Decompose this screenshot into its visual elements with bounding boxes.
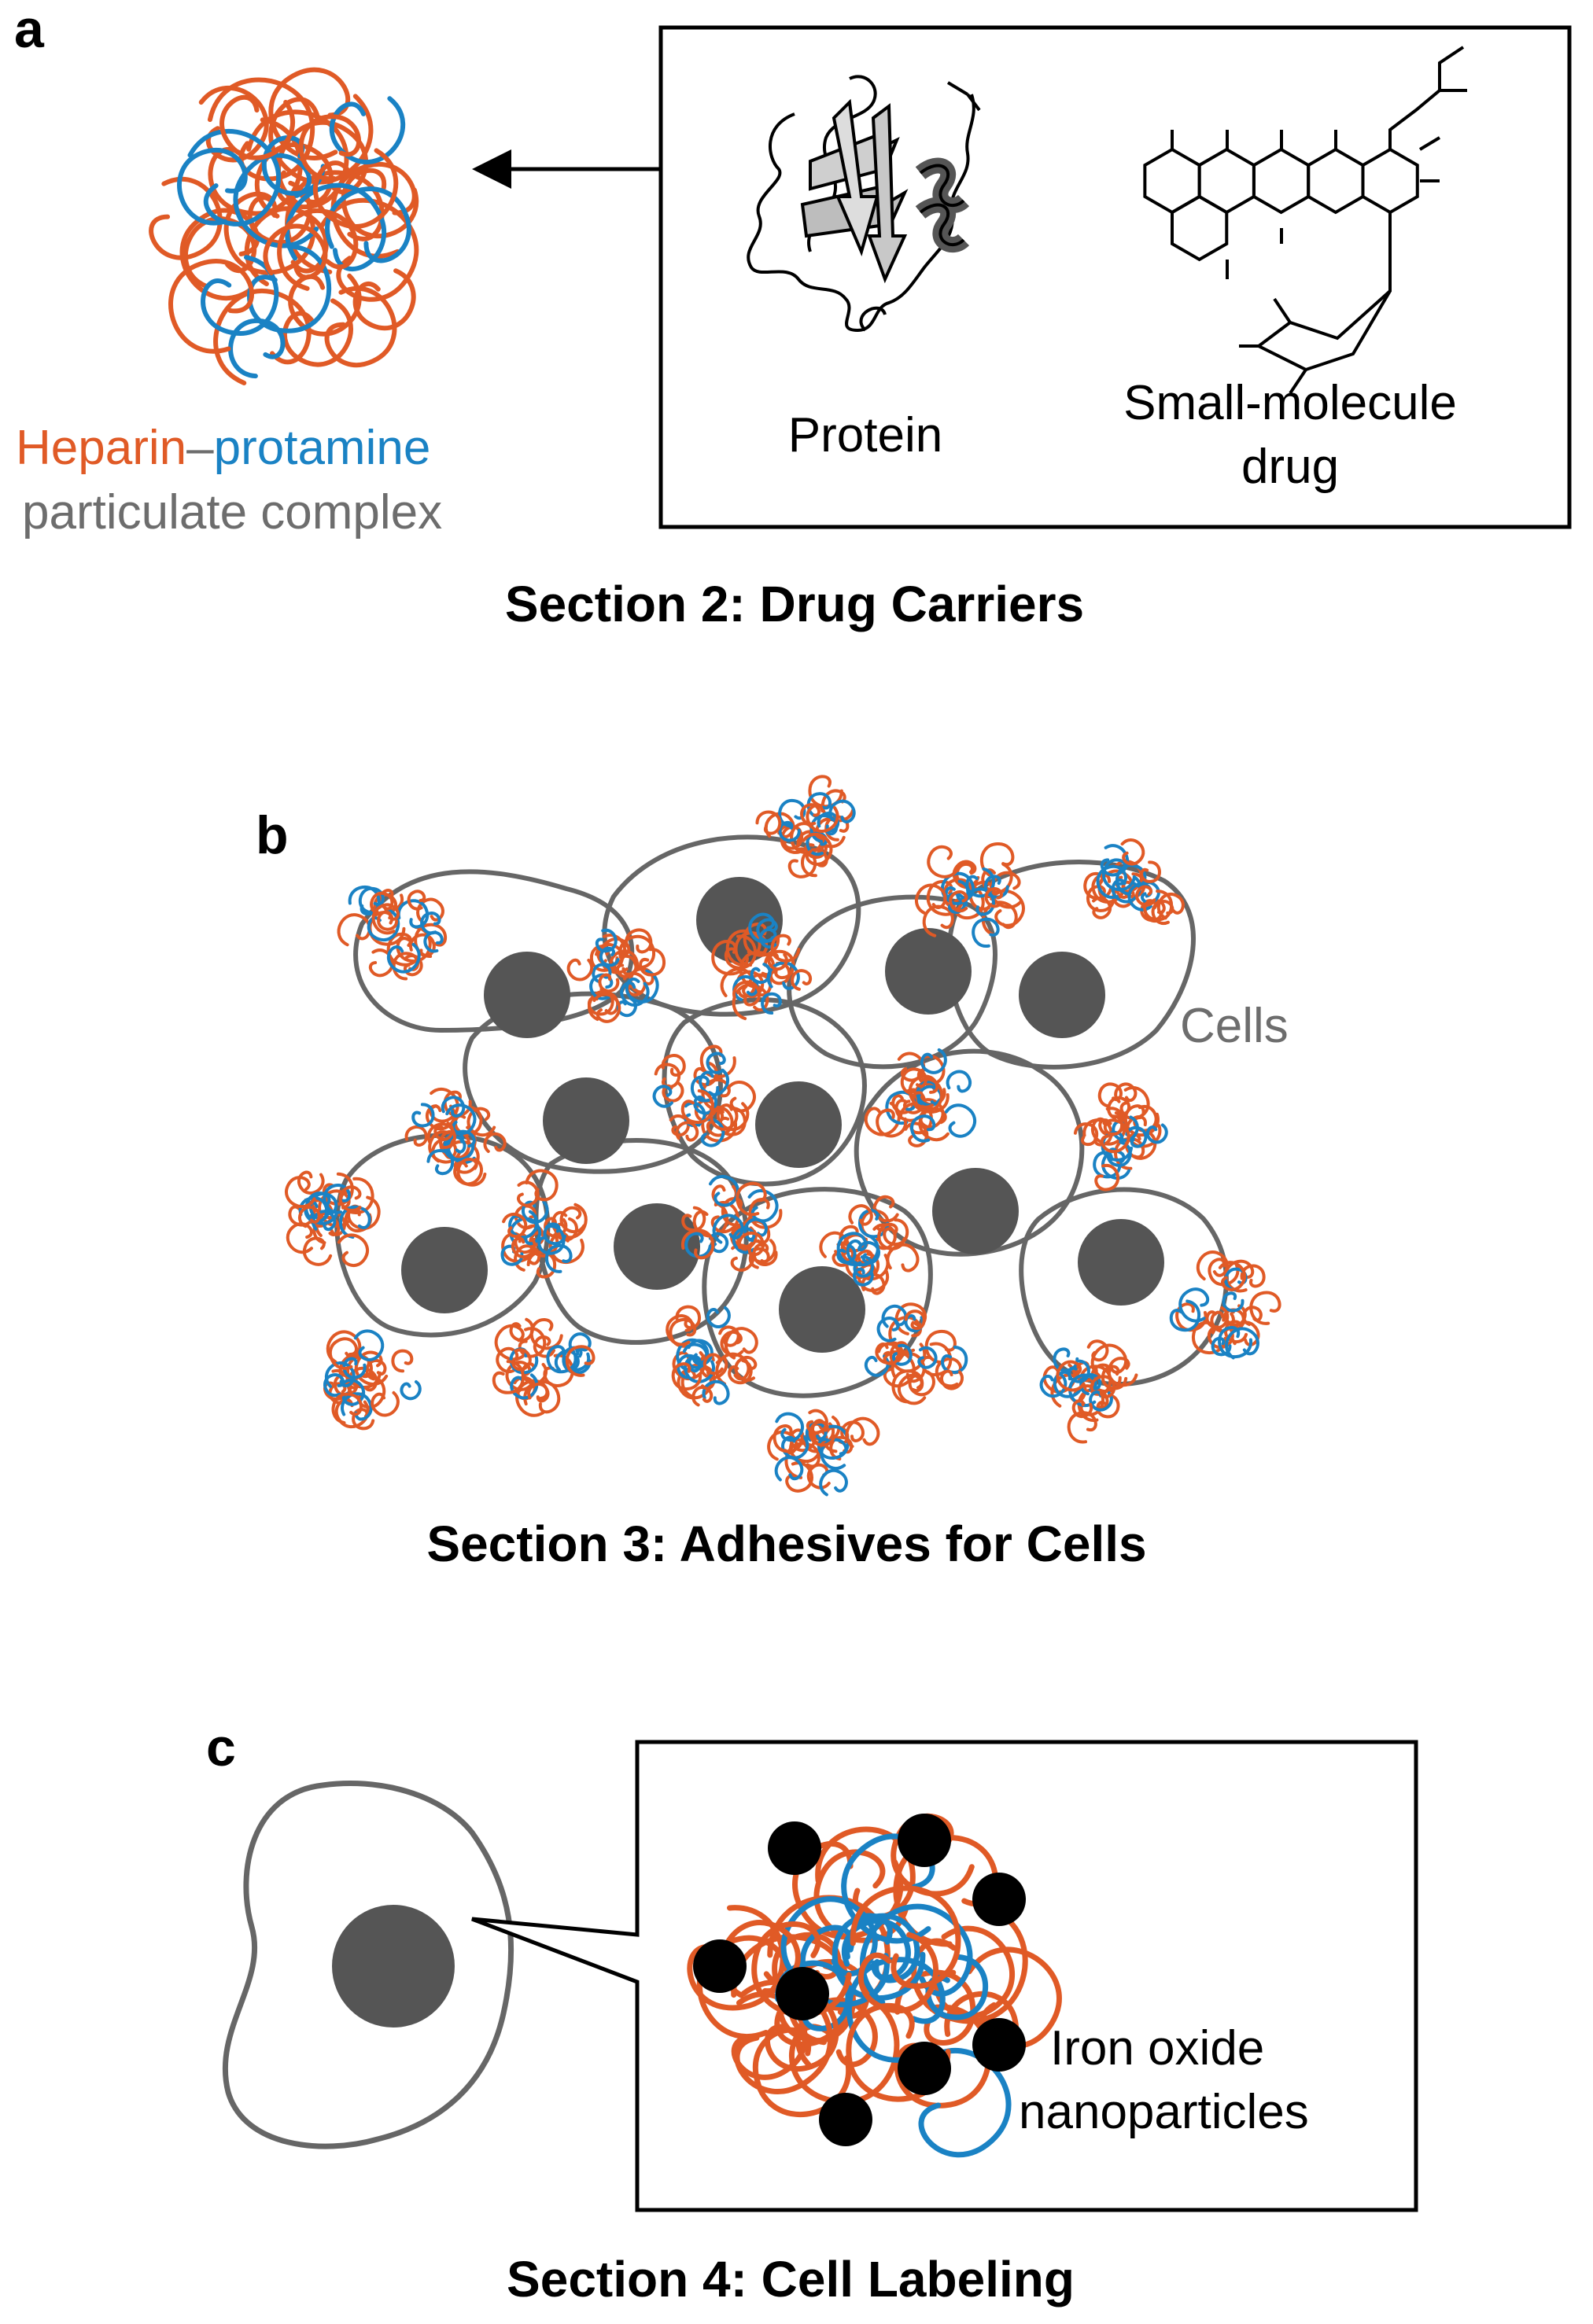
np-label-line2: nanoparticles: [1019, 2085, 1309, 2139]
nucleus: [885, 928, 972, 1015]
drug-bond: [1388, 46, 1467, 149]
nanoparticle: [819, 2093, 872, 2146]
cell-outline: [787, 894, 997, 1070]
nanoparticle: [693, 1939, 747, 1993]
complex-particle: [819, 1195, 920, 1295]
panel-c-caption: Section 4: Cell Labeling: [507, 2251, 1075, 2307]
nucleus: [401, 1227, 488, 1313]
complex-particle: [1083, 838, 1185, 926]
drug-bond: [1239, 297, 1307, 395]
panel-a-caption: Section 2: Drug Carriers: [505, 576, 1084, 632]
nucleus: [543, 1077, 629, 1164]
complex-particle: [500, 1169, 588, 1279]
labeled-cell-outline: [222, 1781, 514, 2149]
nanoparticle: [898, 2042, 951, 2095]
complex-particle: [566, 928, 666, 1023]
cells-label: Cells: [1180, 999, 1289, 1053]
complex-particle: [285, 1170, 381, 1268]
drug-ring: [1361, 147, 1419, 215]
complex-particle: [337, 886, 448, 981]
nucleus: [614, 1203, 700, 1290]
protamine-label: protamine: [214, 421, 431, 475]
protein-structure-icon: [747, 75, 981, 333]
nucleus: [1019, 952, 1105, 1038]
panel-a-letter: a: [14, 0, 45, 59]
complex-particle: [492, 1317, 596, 1417]
drug-ring: [1307, 147, 1365, 215]
iron-oxide-nanoparticles: [693, 1814, 1026, 2146]
cell-outline: [463, 991, 723, 1174]
complex-particle: [652, 1044, 756, 1147]
complex-label-line1: Heparin–protamine: [16, 421, 430, 475]
nanoparticle: [972, 2018, 1026, 2072]
complex-particle: [864, 1302, 968, 1405]
panel-a: a Heparin–protamine particulate complex …: [14, 0, 1572, 632]
complex-particle: [755, 775, 856, 878]
complex-particle: [864, 1048, 977, 1147]
complex-particle: [323, 1329, 422, 1431]
complex-particle: [404, 1087, 507, 1187]
drug-ring: [1171, 194, 1229, 262]
drug-bond: [1226, 228, 1283, 279]
cargo-box: [658, 25, 1572, 529]
complex-particle: [666, 1305, 758, 1407]
nucleus: [932, 1168, 1019, 1254]
heparin-label: Heparin: [16, 421, 186, 475]
complex-particle: [1169, 1250, 1281, 1360]
drug-label-line2: drug: [1241, 440, 1339, 494]
panel-b-caption: Section 3: Adhesives for Cells: [426, 1516, 1146, 1572]
complex-particle: [915, 842, 1025, 948]
complex-particle: [767, 1409, 880, 1497]
protein-label: Protein: [788, 408, 942, 462]
cell-outline: [946, 860, 1196, 1070]
label-dash: –: [186, 421, 214, 475]
nucleus: [779, 1266, 865, 1353]
drug-bond: [1418, 136, 1441, 182]
nanoparticle: [768, 1821, 821, 1875]
cell-outline: [662, 997, 867, 1187]
np-label-line1: Iron oxide: [1050, 2021, 1264, 2075]
nuclei: [401, 877, 1164, 1353]
nanoparticle: [898, 1814, 951, 1867]
complex-particle: [1039, 1339, 1138, 1444]
panel-b: b Cells Section 3: Adhesives for Cells: [256, 775, 1289, 1572]
nanoparticle: [776, 1967, 829, 2020]
small-molecule-drug-icon: [1143, 46, 1467, 395]
drug-ring: [1252, 147, 1311, 215]
nucleus: [1078, 1219, 1164, 1306]
complex-particle: [681, 1174, 783, 1272]
adhesive-complexes: [285, 775, 1281, 1497]
nucleus: [484, 952, 570, 1038]
complex-particle: [1073, 1082, 1168, 1191]
drug-label-line1: Small-molecule: [1123, 376, 1457, 430]
panel-b-letter: b: [256, 805, 289, 865]
labeled-cell-nucleus: [332, 1905, 455, 2028]
nucleus: [755, 1081, 842, 1168]
cell-outline: [1019, 1187, 1229, 1387]
complex-particle: [711, 912, 812, 1021]
panel-c: c Iron oxide nanoparticles Section 4: Ce…: [206, 1718, 1418, 2307]
nanoparticle: [972, 1873, 1026, 1926]
cell-outline: [533, 1138, 749, 1345]
complex-label-line2: particulate complex: [22, 485, 442, 540]
panel-c-letter: c: [206, 1718, 236, 1777]
cell-outline: [854, 1048, 1085, 1257]
heparin-protamine-complex: [149, 67, 419, 385]
drug-bond: [1256, 212, 1392, 372]
complex-particle: [149, 67, 419, 385]
